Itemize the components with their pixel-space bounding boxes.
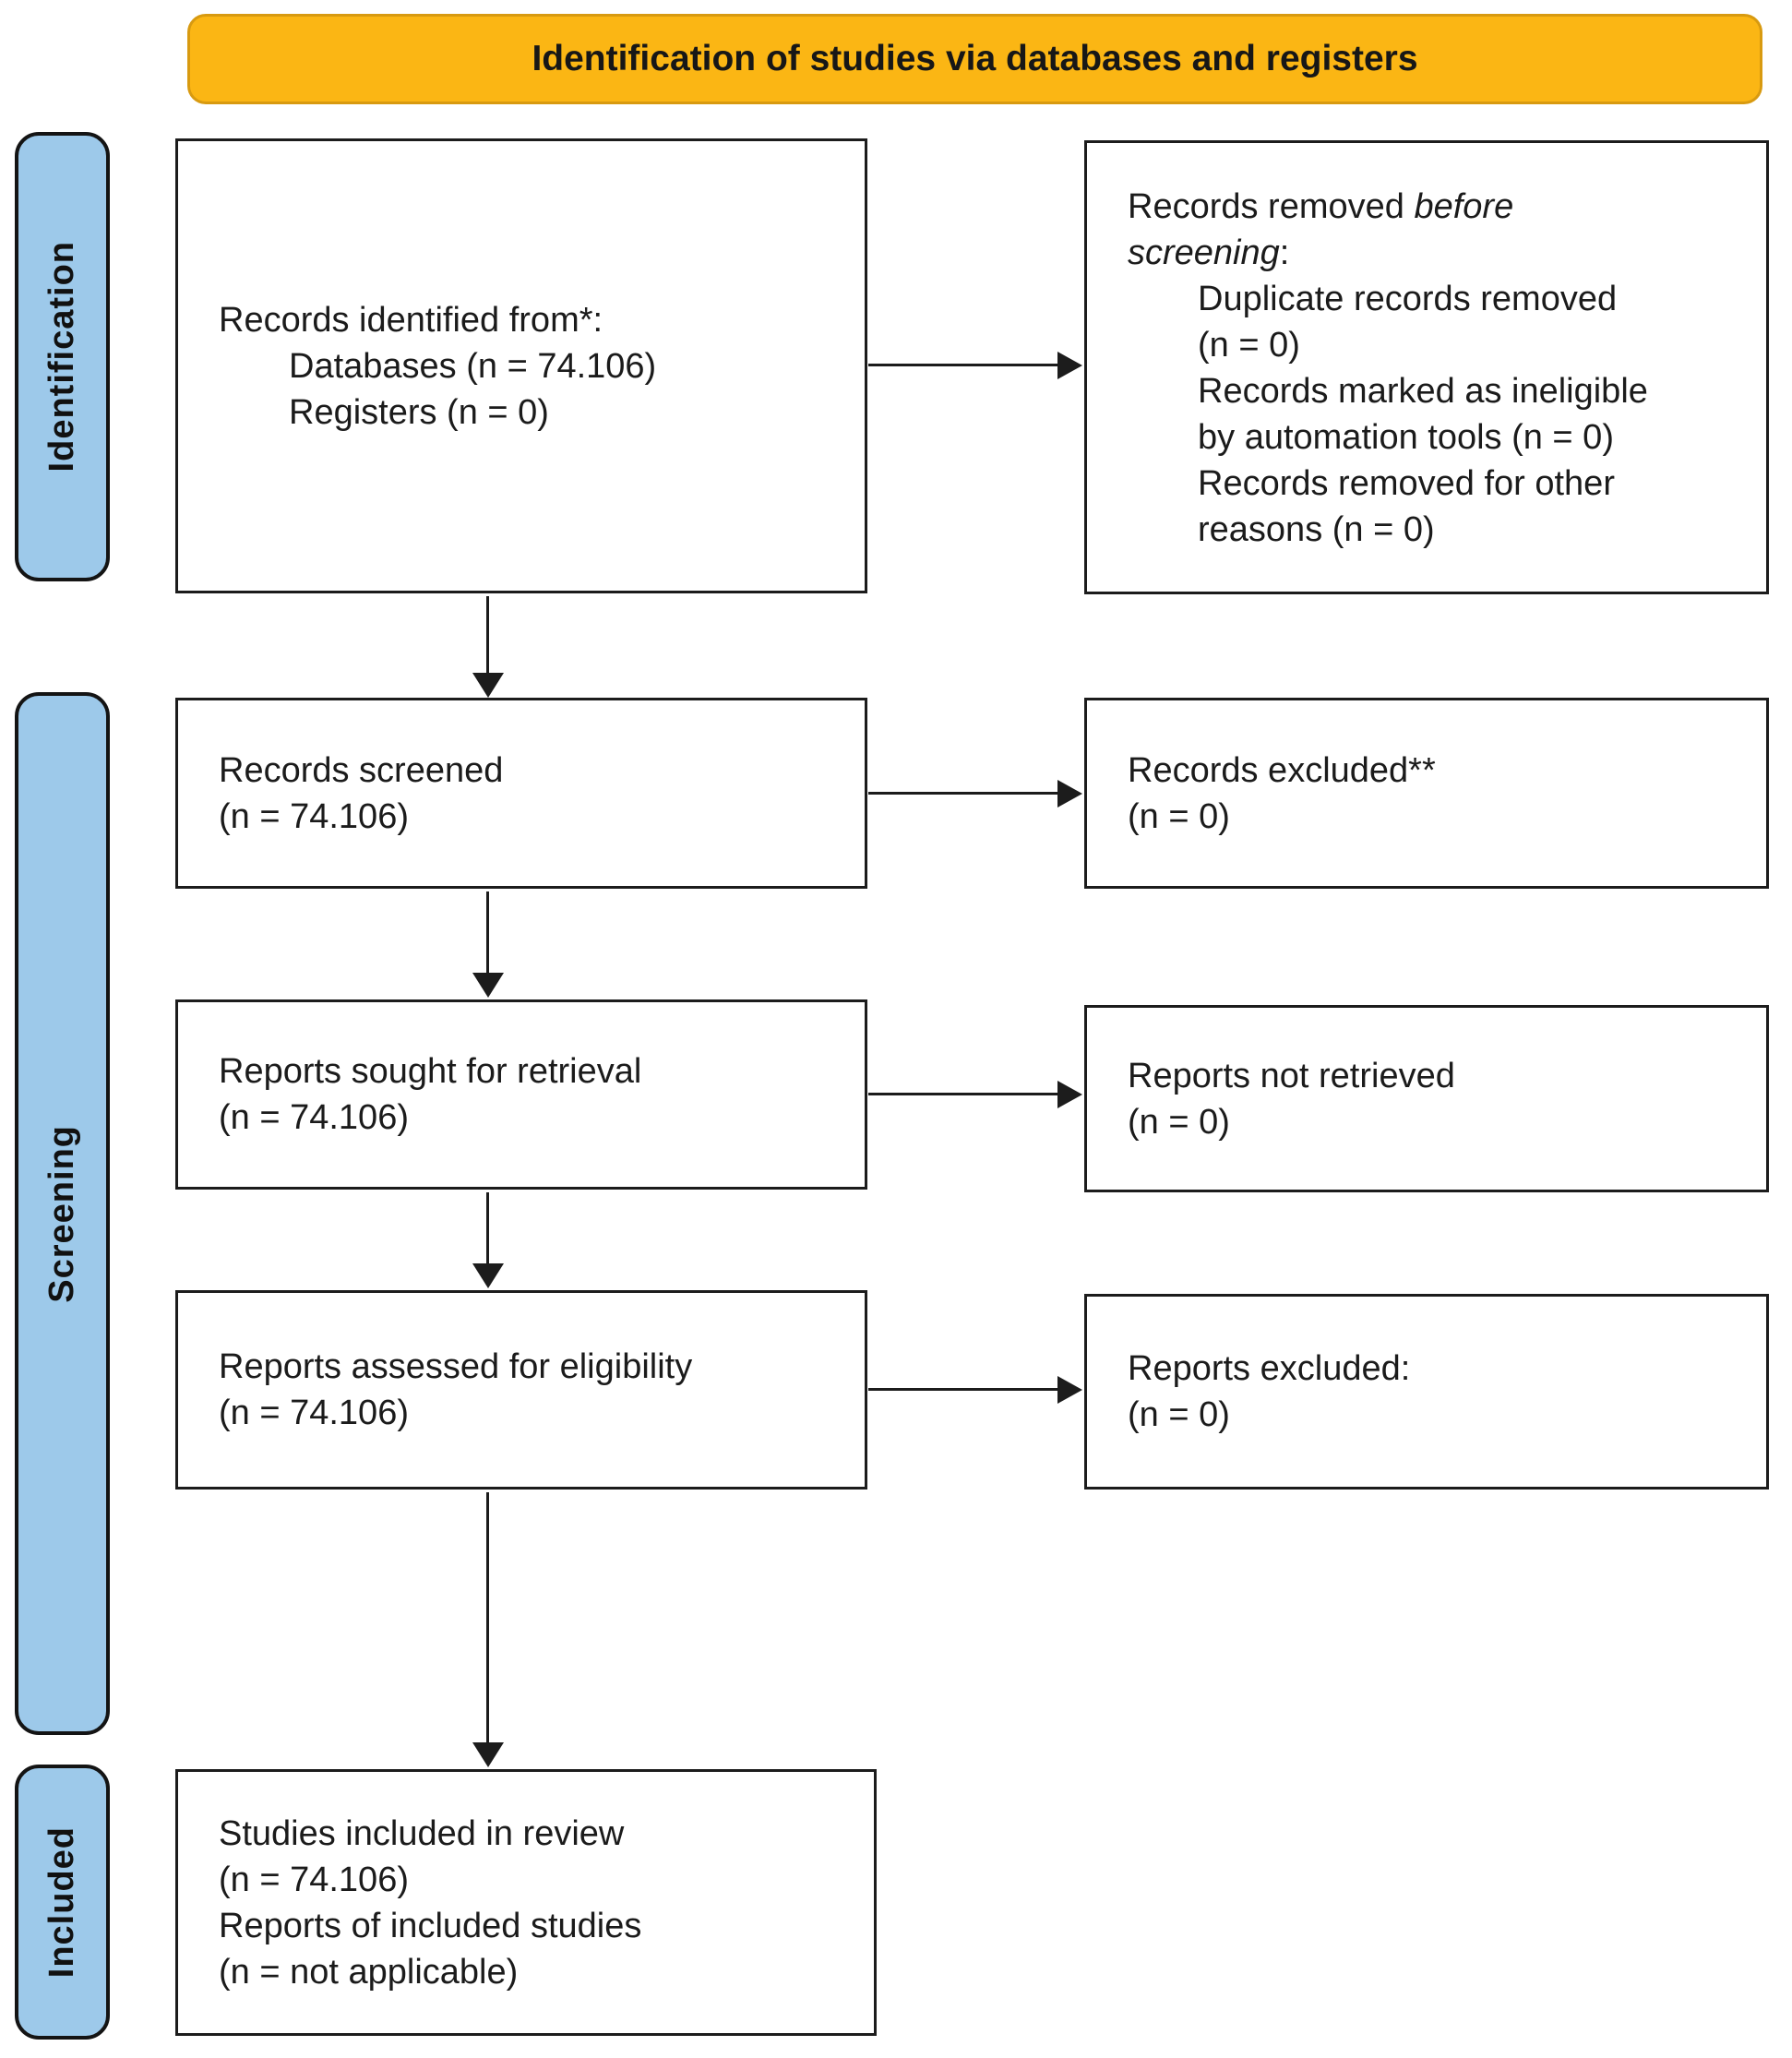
removed-other-line1: Records removed for other xyxy=(1198,464,1615,503)
box-reports-assessed: Reports assessed for eligibility (n = 74… xyxy=(175,1290,867,1490)
reports-sought-line2: (n = 74.106) xyxy=(219,1098,409,1137)
banner: Identification of studies via databases … xyxy=(187,14,1762,104)
arrow-right-assessed-to-excluded xyxy=(868,1388,1059,1391)
box-reports-sought: Reports sought for retrieval (n = 74.106… xyxy=(175,999,867,1190)
records-screened-line1: Records screened xyxy=(219,750,504,790)
reports-excluded-line2: (n = 0) xyxy=(1128,1395,1230,1434)
removed-ineligible-line1: Records marked as ineligible xyxy=(1198,372,1648,411)
box-studies-included: Studies included in review (n = 74.106) … xyxy=(175,1769,877,2036)
stage-label-screening: Screening xyxy=(42,1124,81,1303)
arrow-down-sought-to-assessed xyxy=(486,1192,489,1265)
records-excluded-line2: (n = 0) xyxy=(1128,796,1230,836)
stage-bar-included: Included xyxy=(15,1765,110,2040)
arrow-right-sought-to-not-retrieved xyxy=(868,1093,1059,1095)
reports-assessed-line1: Reports assessed for eligibility xyxy=(219,1347,693,1386)
studies-included-line2: (n = 74.106) xyxy=(219,1860,409,1899)
studies-included-line4: (n = not applicable) xyxy=(219,1952,519,1992)
arrow-right-screened-to-excluded xyxy=(868,792,1059,795)
reports-not-retrieved-line1: Reports not retrieved xyxy=(1128,1056,1455,1095)
arrow-down-screened-to-sought xyxy=(486,891,489,975)
box-records-excluded: Records excluded** (n = 0) xyxy=(1084,698,1769,889)
records-identified-title: Records identified from*: xyxy=(219,300,603,340)
stage-label-identification: Identification xyxy=(42,241,81,473)
stage-label-included: Included xyxy=(42,1825,81,1979)
removed-other-line2: reasons (n = 0) xyxy=(1198,510,1435,549)
box-records-screened: Records screened (n = 74.106) xyxy=(175,698,867,889)
box-reports-excluded: Reports excluded: (n = 0) xyxy=(1084,1294,1769,1490)
reports-assessed-line2: (n = 74.106) xyxy=(219,1394,409,1432)
arrow-right-identified-to-removed xyxy=(868,364,1059,366)
removed-duplicates-line2: (n = 0) xyxy=(1198,326,1300,365)
stage-bar-identification: Identification xyxy=(15,132,110,581)
records-identified-databases: Databases (n = 74.106) xyxy=(289,346,657,386)
arrow-down-identified-to-screened xyxy=(486,596,489,675)
records-screened-line2: (n = 74.106) xyxy=(219,796,409,836)
box-reports-not-retrieved: Reports not retrieved (n = 0) xyxy=(1084,1005,1769,1192)
arrow-down-assessed-to-included xyxy=(486,1492,489,1744)
removed-duplicates-line1: Duplicate records removed xyxy=(1198,280,1618,318)
records-excluded-line1: Records excluded** xyxy=(1128,750,1436,790)
records-identified-registers: Registers (n = 0) xyxy=(289,392,549,432)
removed-ineligible-line2: by automation tools (n = 0) xyxy=(1198,418,1614,457)
box-records-identified: Records identified from*: Databases (n =… xyxy=(175,138,867,593)
reports-not-retrieved-line2: (n = 0) xyxy=(1128,1102,1230,1142)
banner-title: Identification of studies via databases … xyxy=(532,39,1418,78)
reports-sought-line1: Reports sought for retrieval xyxy=(219,1052,642,1091)
studies-included-line1: Studies included in review xyxy=(219,1813,625,1853)
studies-included-line3: Reports of included studies xyxy=(219,1906,642,1945)
stage-bar-screening: Screening xyxy=(15,692,110,1735)
reports-excluded-line1: Reports excluded: xyxy=(1128,1349,1411,1388)
